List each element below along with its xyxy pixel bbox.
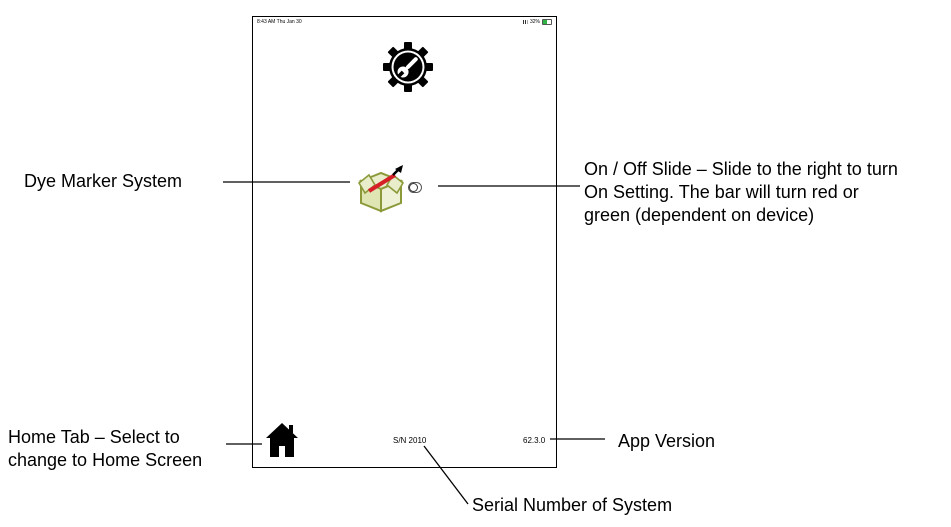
home-icon[interactable] bbox=[265, 421, 299, 459]
dye-marker-box-icon bbox=[357, 165, 405, 213]
callout-on-off: On / Off Slide – Slide to the right to t… bbox=[584, 158, 898, 227]
status-indicators: 32% bbox=[522, 19, 552, 25]
callout-home-tab-line-1: Home Tab – Select to bbox=[8, 427, 180, 447]
on-off-toggle[interactable] bbox=[408, 182, 422, 193]
callout-app-version: App Version bbox=[618, 431, 716, 451]
battery-percent: 32% bbox=[529, 19, 540, 25]
callout-on-off-line-3: green (dependent on device) bbox=[584, 205, 815, 225]
serial-number: S/N 2010 bbox=[393, 436, 427, 445]
callout-serial-number: Serial Number of System bbox=[472, 495, 673, 515]
app-version: 62.3.0 bbox=[523, 436, 546, 445]
signal-icon bbox=[522, 20, 528, 24]
settings-wrench-gear-icon[interactable] bbox=[382, 41, 434, 93]
battery-icon bbox=[542, 19, 552, 25]
toggle-knob[interactable] bbox=[409, 183, 418, 192]
callout-dye-marker: Dye Marker System bbox=[24, 171, 183, 191]
callout-home-tab: Home Tab – Select to change to Home Scre… bbox=[8, 426, 202, 472]
callout-on-off-line-1: On / Off Slide – Slide to the right to t… bbox=[584, 159, 898, 179]
device-screen: 8:43 AM Thu Jan 30 32% bbox=[252, 16, 557, 468]
callout-home-tab-line-2: change to Home Screen bbox=[8, 450, 203, 470]
callout-on-off-line-2: On Setting. The bar will turn red or bbox=[584, 182, 859, 202]
status-time: 8:43 AM Thu Jan 30 bbox=[257, 19, 302, 25]
